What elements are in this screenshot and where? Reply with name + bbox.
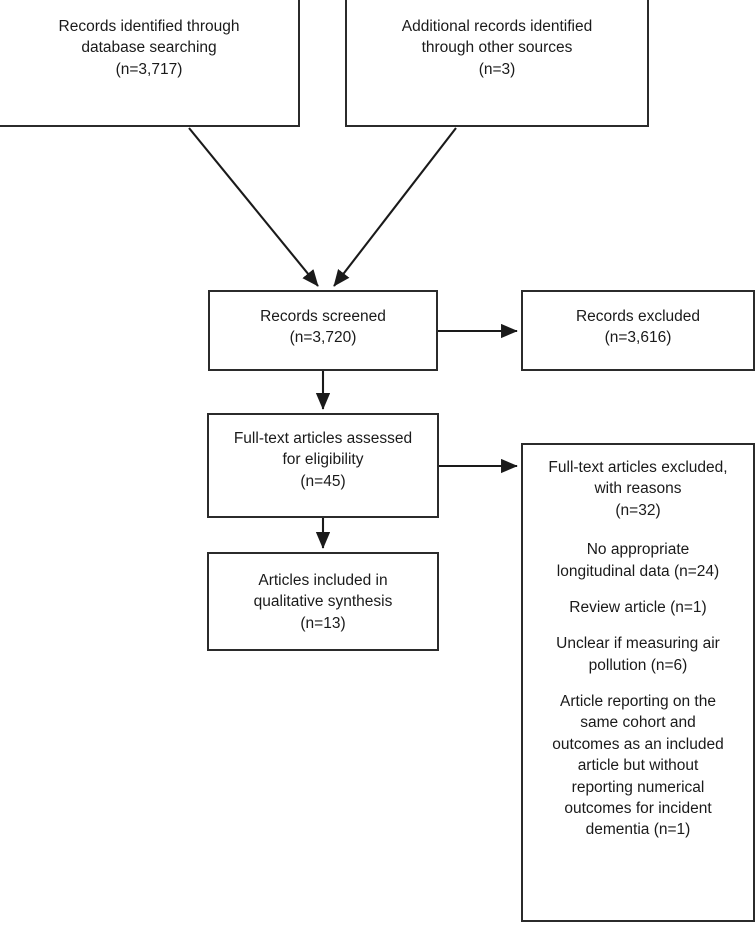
text-line: Additional records identified	[401, 18, 593, 35]
arrow-database-to-screened	[188, 127, 319, 287]
articles-included-text: Articles included in qualitative synthes…	[209, 570, 437, 634]
text-line: with reasons	[594, 480, 682, 498]
text-line: Unclear if measuring air	[556, 635, 720, 653]
text-line: article but without	[577, 757, 699, 775]
text-line-count: (n=32)	[615, 501, 661, 519]
text-line-count: (n=3,616)	[604, 329, 672, 347]
text-line: outcomes as an included	[552, 735, 724, 753]
text-line: through other sources	[421, 39, 573, 57]
text-line: Article reporting on the	[560, 693, 716, 710]
text-line: reporting numerical	[571, 778, 705, 796]
exclusion-reason-item: Unclear if measuring air pollution (n=6)	[529, 633, 747, 676]
text-line-count: (n=13)	[300, 614, 346, 632]
exclusion-reason-item: No appropriate longitudinal data (n=24)	[529, 539, 747, 582]
records-identified-database-text: Records identified through database sear…	[0, 16, 298, 80]
text-line: Full-text articles excluded,	[548, 459, 728, 476]
text-line: Records screened	[260, 308, 386, 325]
text-line: Full-text articles assessed	[233, 430, 413, 447]
text-line: same cohort and	[580, 714, 696, 732]
text-line: Review article (n=1)	[569, 598, 707, 616]
text-line: for eligibility	[282, 451, 364, 469]
text-line: No appropriate	[586, 541, 690, 559]
text-line: Records identified through	[58, 18, 240, 35]
fulltext-articles-assessed-text: Full-text articles assessed for eligibil…	[209, 428, 437, 492]
text-line: Articles included in	[258, 572, 388, 589]
text-line: database searching	[81, 39, 217, 57]
records-screened-box: Records screened (n=3,720)	[208, 290, 438, 371]
records-identified-other-sources-box: Additional records identified through ot…	[345, 0, 649, 127]
fulltext-articles-excluded-box: Full-text articles excluded, with reason…	[521, 443, 755, 922]
arrow-other-to-screened	[333, 127, 457, 287]
records-identified-other-sources-text: Additional records identified through ot…	[347, 16, 647, 80]
text-line: pollution (n=6)	[588, 656, 688, 674]
records-screened-text: Records screened (n=3,720)	[210, 306, 436, 349]
records-excluded-text: Records excluded (n=3,616)	[523, 306, 753, 349]
text-line: Records excluded	[575, 308, 701, 325]
articles-included-box: Articles included in qualitative synthes…	[207, 552, 439, 651]
text-line-count: (n=3)	[478, 60, 516, 78]
text-line-count: dementia (n=1)	[585, 821, 691, 839]
text-line: outcomes for incident	[564, 799, 712, 817]
text-line-count: (n=45)	[300, 472, 346, 490]
exclusion-reason-item: Article reporting on the same cohort and…	[529, 691, 747, 841]
text-line: longitudinal data (n=24)	[556, 562, 720, 580]
exclusion-reason-item: Review article (n=1)	[529, 597, 747, 618]
text-line: qualitative synthesis	[253, 593, 393, 611]
fulltext-articles-assessed-box: Full-text articles assessed for eligibil…	[207, 413, 439, 518]
text-line-count: (n=3,720)	[289, 329, 357, 347]
text-line-count: (n=3,717)	[115, 60, 183, 78]
records-excluded-box: Records excluded (n=3,616)	[521, 290, 755, 371]
records-identified-database-box: Records identified through database sear…	[0, 0, 300, 127]
fulltext-articles-excluded-text: Full-text articles excluded, with reason…	[523, 457, 753, 841]
exclusion-heading: Full-text articles excluded, with reason…	[529, 457, 747, 521]
